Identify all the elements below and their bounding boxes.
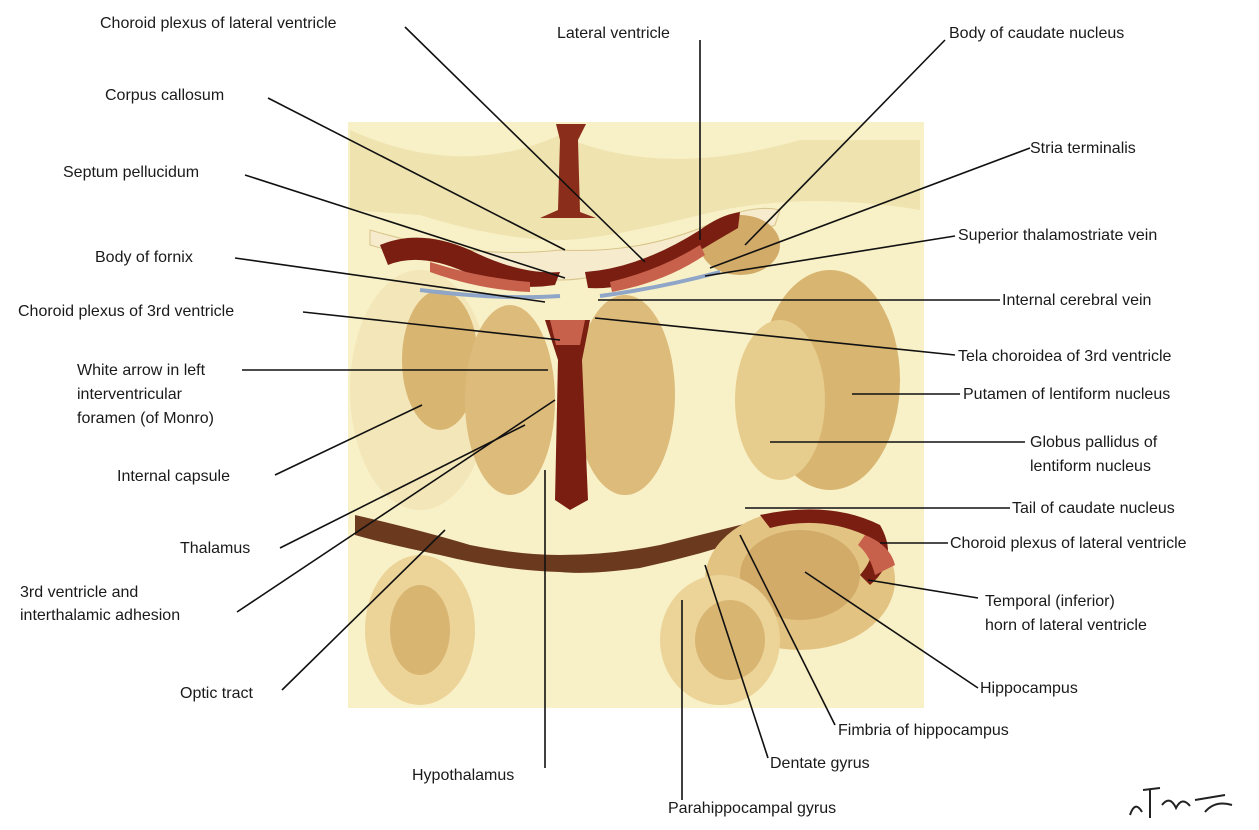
left-thalamus xyxy=(465,305,555,495)
label-septum-pellucidum: Septum pellucidum xyxy=(63,164,199,181)
label-choroid-plexus-lateral-top: Choroid plexus of lateral ventricle xyxy=(100,15,337,32)
label-choroid-plexus-3rd: Choroid plexus of 3rd ventricle xyxy=(18,303,234,320)
choroid-plexus-3rd xyxy=(550,320,585,345)
label-white-arrow-1: White arrow in left xyxy=(77,362,206,379)
label-white-arrow-2: interventricular xyxy=(77,386,183,403)
label-optic-tract: Optic tract xyxy=(180,685,253,702)
label-choroid-plexus-lateral-right: Choroid plexus of lateral ventricle xyxy=(950,535,1187,552)
label-tail-caudate: Tail of caudate nucleus xyxy=(1012,500,1175,517)
label-white-arrow-3: foramen (of Monro) xyxy=(77,410,214,427)
label-parahippocampal: Parahippocampal gyrus xyxy=(668,800,836,817)
label-third-ventricle-1: 3rd ventricle and xyxy=(20,584,138,601)
label-putamen: Putamen of lentiform nucleus xyxy=(963,386,1170,403)
label-lateral-ventricle: Lateral ventricle xyxy=(557,25,670,42)
label-internal-capsule: Internal capsule xyxy=(117,468,230,485)
label-dentate-gyrus: Dentate gyrus xyxy=(770,755,870,772)
label-thalamus: Thalamus xyxy=(180,540,250,557)
label-body-fornix: Body of fornix xyxy=(95,249,193,266)
label-temporal-horn-1: Temporal (inferior) xyxy=(985,593,1115,610)
label-stria-terminalis: Stria terminalis xyxy=(1030,140,1136,157)
label-tela-choroidea: Tela choroidea of 3rd ventricle xyxy=(958,348,1172,365)
label-temporal-horn-2: horn of lateral ventricle xyxy=(985,617,1147,634)
label-hippocampus: Hippocampus xyxy=(980,680,1078,697)
label-body-caudate: Body of caudate nucleus xyxy=(949,25,1124,42)
artist-signature xyxy=(1130,788,1232,818)
label-corpus-callosum: Corpus callosum xyxy=(105,87,224,104)
label-superior-thalamostriate: Superior thalamostriate vein xyxy=(958,227,1157,244)
label-third-ventricle-2: interthalamic adhesion xyxy=(20,607,180,624)
right-globus-pallidus xyxy=(735,320,825,480)
label-internal-cerebral-vein: Internal cerebral vein xyxy=(1002,292,1151,309)
label-hypothalamus: Hypothalamus xyxy=(412,767,514,784)
label-globus-2: lentiform nucleus xyxy=(1030,458,1151,475)
label-fimbria: Fimbria of hippocampus xyxy=(838,722,1009,739)
label-globus-1: Globus pallidus of xyxy=(1030,434,1158,451)
brain-illustration xyxy=(348,122,924,708)
left-temporal-inner xyxy=(390,585,450,675)
